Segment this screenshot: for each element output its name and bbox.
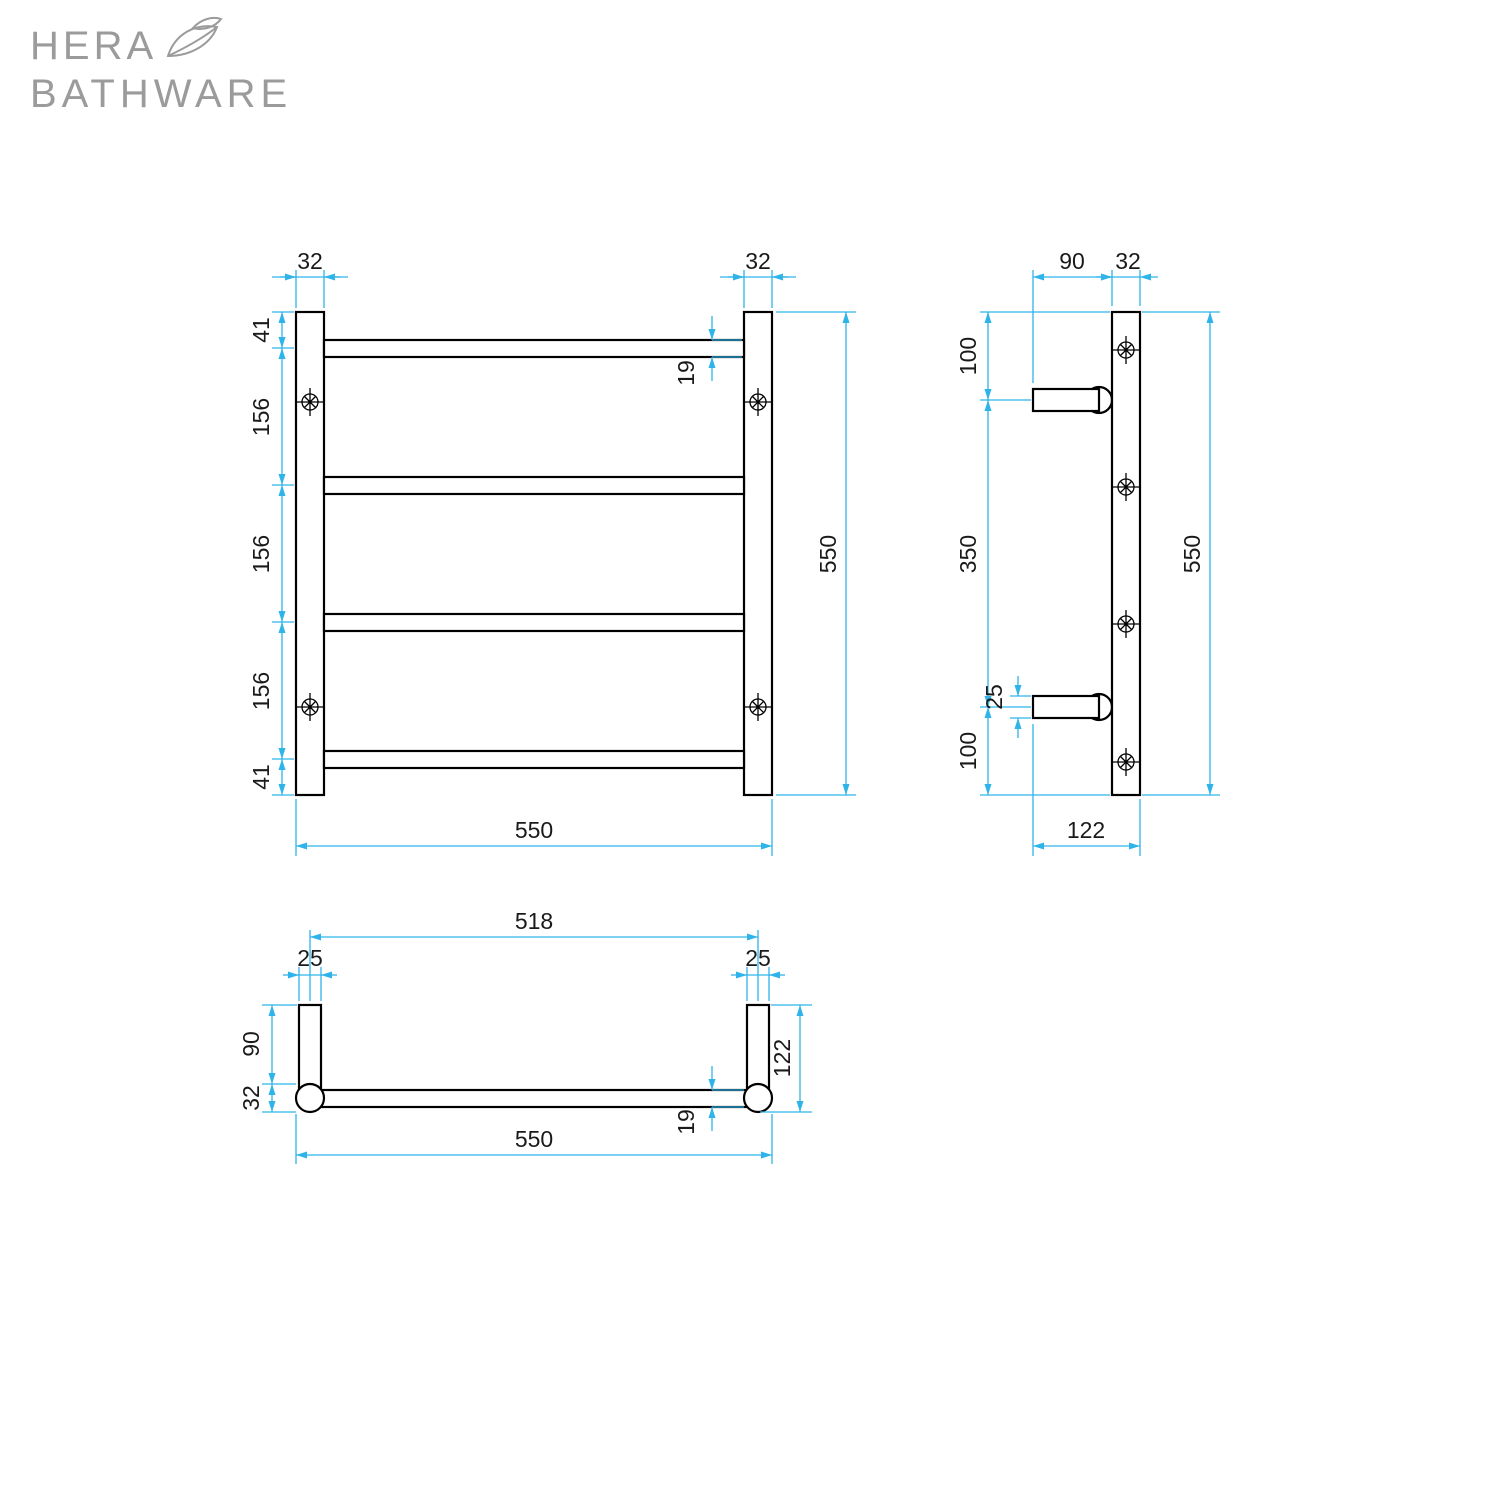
dim-label: 19: [673, 360, 699, 386]
dim-label: 90: [238, 1031, 264, 1057]
front-dim-vertical-chain: 41 156 156 156 41: [248, 311, 294, 796]
top-view: 518 25 25 90 32: [238, 908, 812, 1164]
dim-label: 25: [981, 684, 1007, 710]
top-bar: [308, 1088, 760, 1109]
dim-label: 32: [238, 1085, 264, 1111]
top-left-post: [294, 1082, 326, 1114]
dim-label: 90: [1059, 248, 1085, 274]
dim-label: 122: [1067, 817, 1105, 843]
side-dim-vertical-chain: 100 350 100: [955, 311, 1110, 796]
dim-label: 156: [248, 672, 274, 710]
front-view-object: [294, 310, 774, 797]
dim-label: 350: [955, 535, 981, 573]
side-top-arm: [1031, 387, 1101, 413]
front-left-post: [294, 310, 326, 797]
front-dim-bar-diameter: 19: [673, 316, 742, 386]
front-bar-3: [322, 612, 746, 633]
dim-label: 550: [515, 817, 553, 843]
top-right-arm: [745, 1003, 771, 1090]
dim-label: 518: [515, 908, 553, 934]
dim-label: 41: [248, 317, 274, 343]
top-dim-left-chain: 90 32: [238, 1004, 297, 1113]
side-bottom-arm: [1031, 694, 1101, 720]
dim-label: 550: [815, 535, 841, 573]
dim-label: 122: [769, 1039, 795, 1077]
dim-label: 100: [955, 337, 981, 375]
front-right-post: [742, 310, 774, 797]
dim-label: 550: [1179, 535, 1205, 573]
front-bar-4: [322, 749, 746, 770]
brand-name-line1: HERA: [30, 24, 158, 68]
top-left-arm: [297, 1003, 323, 1090]
front-bar-1: [322, 338, 746, 359]
side-dim-overall-depth: 122: [1032, 724, 1141, 856]
top-dim-post-spacing: 518: [309, 908, 759, 1001]
dim-label: 32: [745, 248, 771, 274]
top-dim-arm-width-right: 25: [731, 945, 785, 1001]
top-dim-overall-projection: 122: [760, 1004, 812, 1113]
dim-label: 41: [248, 764, 274, 790]
top-view-object: [294, 1003, 774, 1114]
front-bar-2: [322, 475, 746, 496]
top-dim-overall-width: 550: [295, 1114, 773, 1164]
front-dim-overall-width: 550: [295, 799, 773, 856]
front-dim-post-width-left: 32: [272, 248, 348, 308]
dim-label: 156: [248, 398, 274, 436]
dim-label: 156: [248, 535, 274, 573]
side-dim-arm-length: 90: [1032, 248, 1113, 383]
top-right-post: [742, 1082, 774, 1114]
brand-name-line2: BATHWARE: [30, 72, 293, 116]
dim-label: 100: [955, 732, 981, 770]
side-dim-overall-height: 550: [1142, 311, 1220, 796]
brand-logo: HERA BATHWARE: [30, 16, 293, 116]
leaf-icon: [166, 16, 223, 58]
dim-label: 550: [515, 1126, 553, 1152]
side-dim-arm-thickness: 25: [981, 676, 1031, 738]
side-view-object: [1031, 310, 1142, 797]
dim-label: 25: [745, 945, 771, 971]
dim-label: 19: [673, 1109, 699, 1135]
side-view: 90 32 100 350 100 25: [955, 248, 1220, 856]
side-rail: [1110, 310, 1142, 797]
front-dim-post-width-right: 32: [720, 248, 796, 308]
dim-label: 32: [1115, 248, 1141, 274]
top-dim-bar-diameter: 19: [673, 1066, 744, 1135]
dim-label: 32: [297, 248, 323, 274]
side-dim-rail-depth: 32: [1096, 248, 1158, 306]
front-dim-overall-height: 550: [776, 311, 856, 796]
dim-label: 25: [297, 945, 323, 971]
front-view: 32 32 41 156 156 156 41: [248, 248, 856, 856]
top-dim-arm-width-left: 25: [283, 945, 337, 1001]
